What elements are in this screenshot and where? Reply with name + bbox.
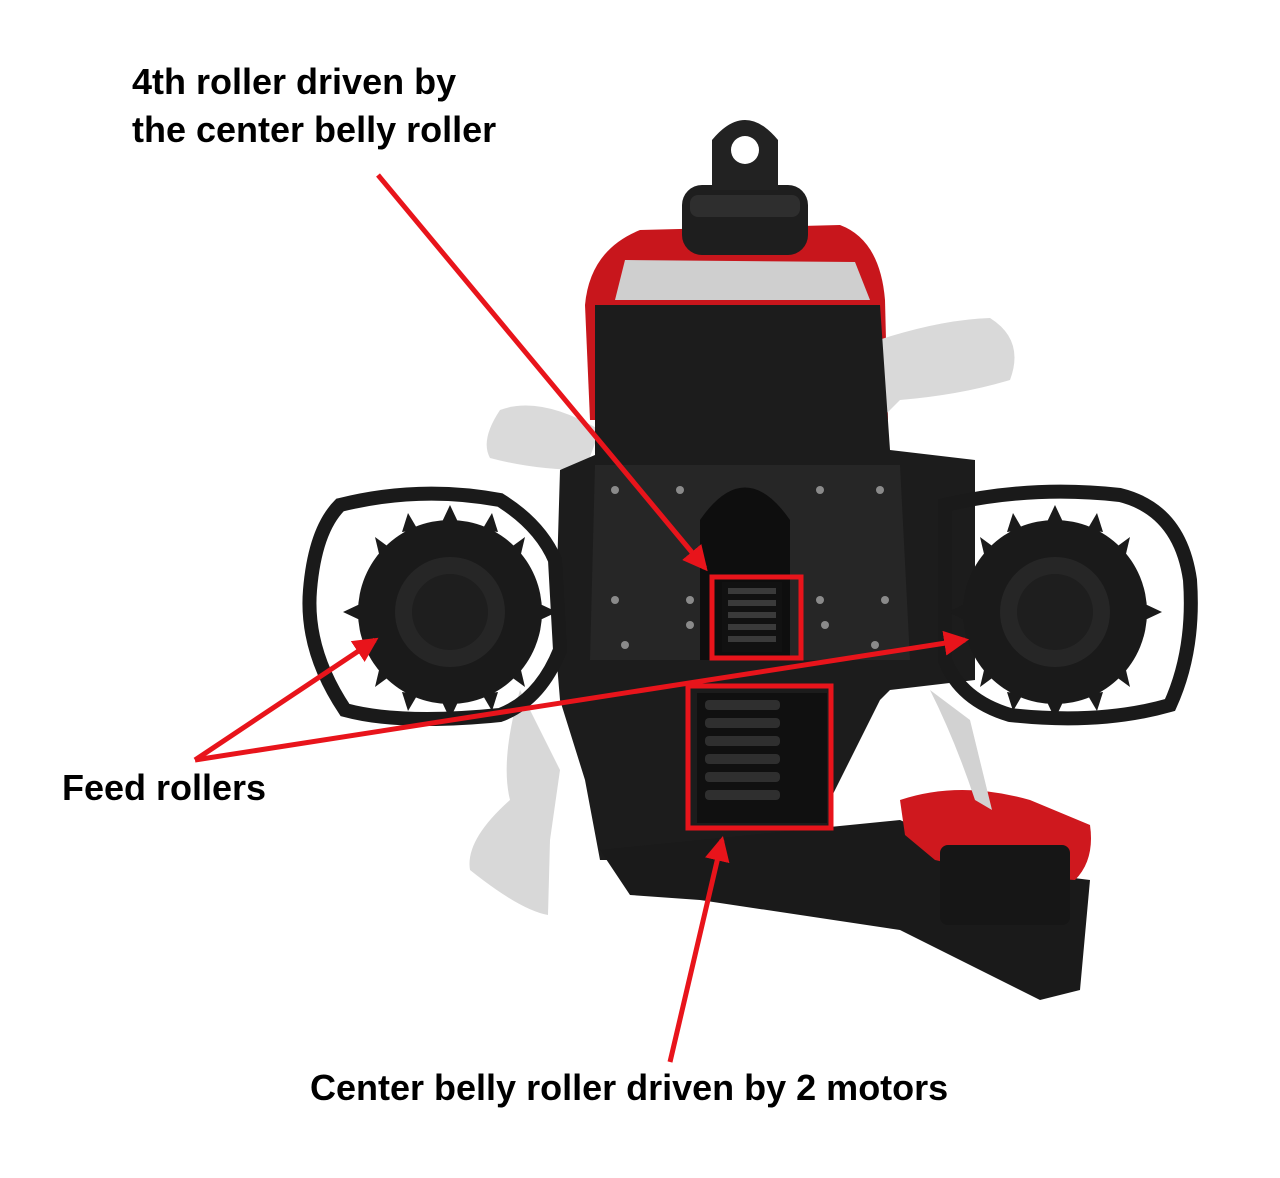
lower-left-grey-arm — [469, 690, 560, 915]
saw-box — [940, 845, 1070, 925]
right-feed-roller — [948, 505, 1162, 719]
feed-roller-right-arrow — [194, 630, 970, 763]
belly-roller-highlight-box — [685, 683, 834, 831]
center-belly-roller — [697, 693, 827, 823]
rotator-ring — [690, 195, 800, 217]
fourth-roller-label-line1: 4th roller driven by — [132, 61, 457, 102]
upper-left-grey-arm — [486, 405, 600, 470]
link-lug-hole — [731, 136, 759, 164]
upper-right-grey-arm — [850, 318, 1015, 440]
right-feed-arm — [938, 484, 1198, 726]
fourth-roller-label-line2: the center belly roller — [132, 109, 497, 150]
fourth-roller-label: 4th roller driven by the center belly ro… — [132, 58, 496, 154]
belly-roller-arrow — [667, 835, 730, 1063]
lower-right-grey-arm — [930, 690, 992, 810]
fourth-roller-highlight-box — [709, 574, 804, 661]
center-belly-roller-label: Center belly roller driven by 2 motors — [310, 1067, 949, 1108]
harvester-head-image — [302, 120, 1198, 1000]
annotation-overlays — [193, 173, 970, 1063]
feed-rollers-label: Feed rollers — [62, 767, 267, 808]
plate-bolts — [611, 486, 889, 649]
fourth-roller — [722, 582, 782, 652]
feed-roller-left-arrow — [193, 637, 379, 763]
fourth-roller-arrow — [376, 173, 708, 572]
top-grey-plate — [615, 260, 870, 300]
left-feed-roller — [343, 505, 557, 719]
